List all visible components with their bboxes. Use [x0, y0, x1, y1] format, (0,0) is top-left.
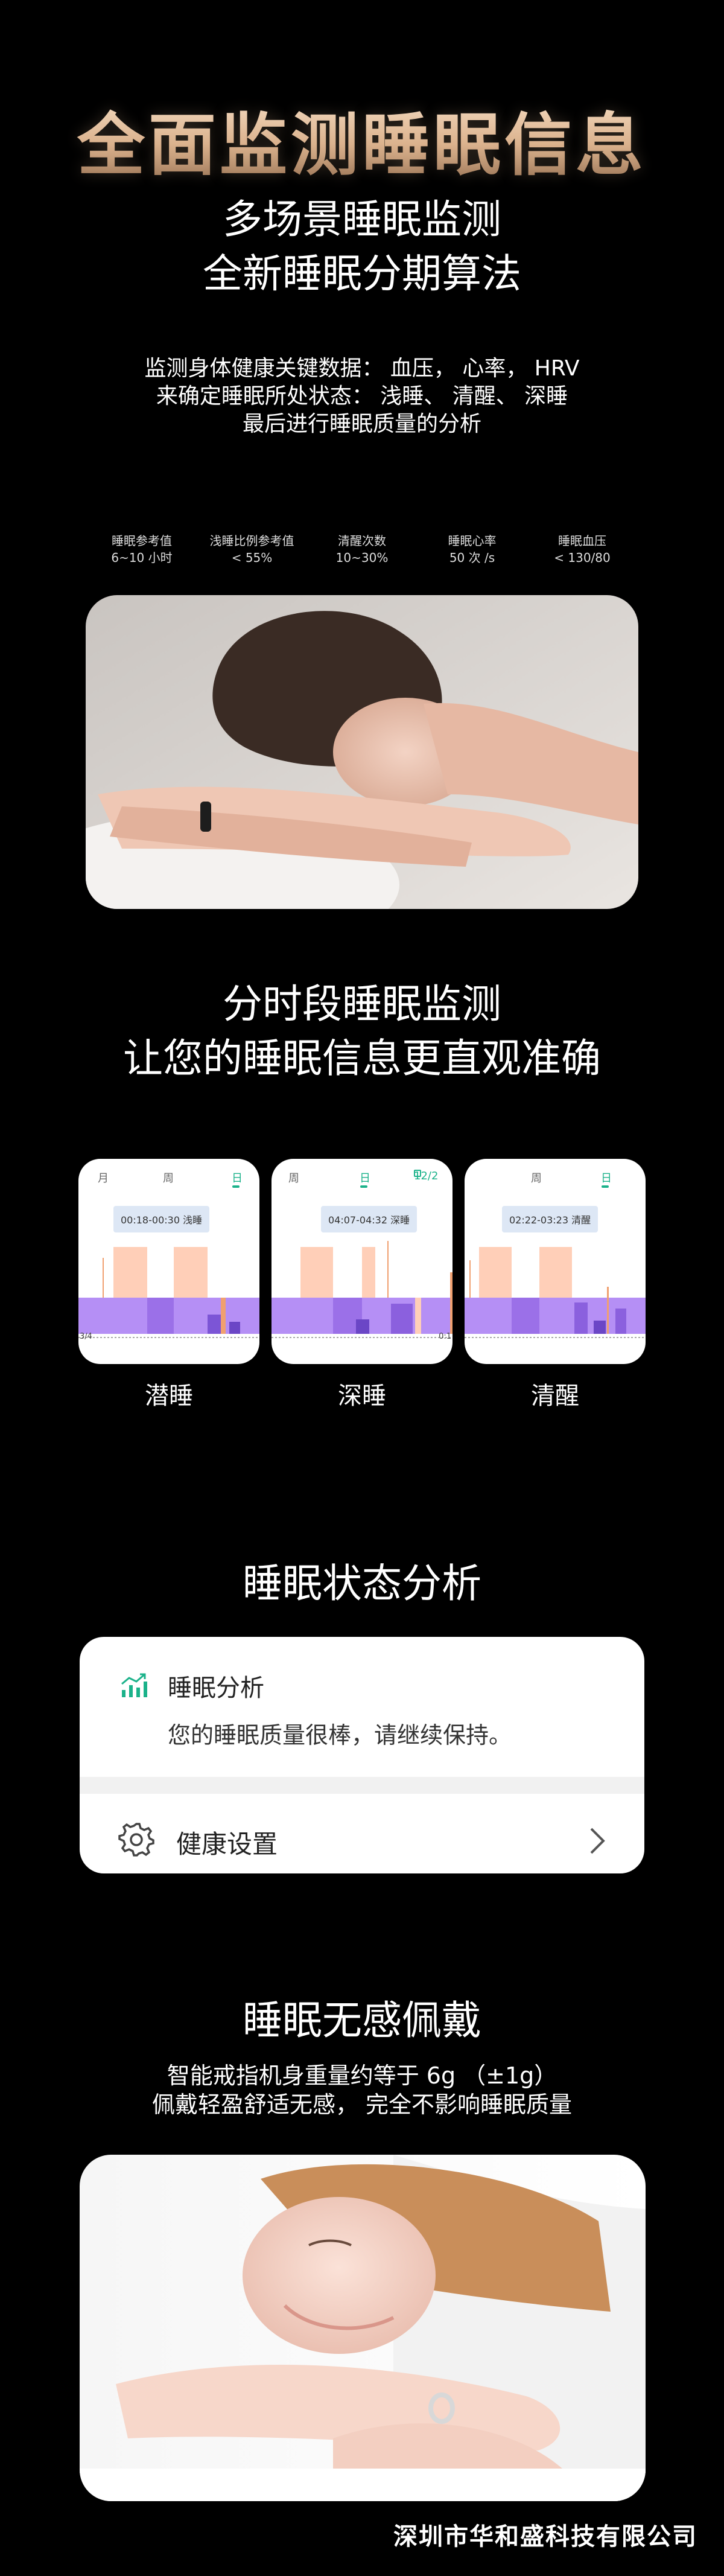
stat-item: 清醒次数 10~30%	[311, 532, 413, 566]
sleep-stage-chart	[272, 1241, 453, 1338]
sleep-chart-card-deep: 周 日 12/2 04:07-04:32 深睡 0:1	[272, 1159, 453, 1364]
stat-item: 睡眠参考值 6~10 小时	[91, 532, 193, 566]
segment-tooltip: 04:07-04:32 深睡	[321, 1206, 418, 1232]
section1-title-line2: 全新睡眠分期算法	[203, 250, 521, 297]
sleep-analysis-panel: 睡眠分析 您的睡眠质量很棒，请继续保持。 健康设置	[80, 1637, 644, 1873]
section1-desc-line2: 来确定睡眠所处状态： 浅睡、 清醒、 深睡	[156, 384, 568, 409]
hero-title: 全面监测睡眠信息	[0, 91, 724, 188]
section1-desc-line1: 监测身体健康关键数据： 血压， 心率， HRV	[144, 356, 580, 381]
section2-title-line1: 分时段睡眠监测	[223, 981, 501, 1027]
stat-value: < 130/80	[554, 550, 611, 565]
tab-day[interactable]: 日	[601, 1170, 612, 1188]
analysis-title: 睡眠分析	[168, 1674, 264, 1702]
axis-label: 3/4	[80, 1332, 92, 1341]
stat-value: < 55%	[231, 550, 273, 565]
section1-desc-line3: 最后进行睡眠质量的分析	[242, 412, 481, 436]
stat-item: 浅睡比例参考值 < 55%	[201, 532, 303, 566]
tab-week[interactable]: 周	[288, 1172, 299, 1185]
ring-wearing-photo	[80, 2155, 646, 2501]
axis-label: 0:1	[439, 1332, 451, 1341]
sleep-stats: 睡眠参考值 6~10 小时 浅睡比例参考值 < 55% 清醒次数 10~30% 睡眠心…	[91, 532, 634, 566]
settings-label: 健康设置	[176, 1829, 278, 1859]
divider	[80, 1777, 644, 1794]
tab-week[interactable]: 周	[531, 1172, 542, 1185]
stat-value: 10~30%	[335, 550, 389, 565]
stat-item: 睡眠心率 50 次 /s	[421, 532, 524, 566]
tab-week[interactable]: 周	[163, 1172, 174, 1185]
section1-title-line1: 多场景睡眠监测	[223, 196, 501, 243]
card-caption-deep: 深睡	[338, 1382, 386, 1410]
sleep-chart-card-light: 月 周 日 00:18-00:30 浅睡 3/4	[78, 1159, 259, 1364]
stat-value: 50 次 /s	[449, 550, 495, 565]
tab-day[interactable]: 日	[360, 1170, 370, 1188]
segment-tooltip: 02:22-03:23 清醒	[502, 1206, 599, 1232]
chevron-right-icon	[590, 1828, 605, 1854]
stat-label: 清醒次数	[338, 534, 386, 548]
tab-day[interactable]: 日	[232, 1170, 243, 1188]
sleep-stage-chart	[78, 1247, 259, 1338]
stat-label: 睡眠心率	[448, 534, 497, 548]
sleep-chart-card-awake: 周 日 02:22-03:23 清醒	[465, 1159, 646, 1364]
section3-title: 睡眠状态分析	[243, 1560, 481, 1607]
segment-tooltip: 00:18-00:30 浅睡	[113, 1206, 210, 1232]
stat-item: 睡眠血压 < 130/80	[531, 532, 634, 566]
analysis-text: 您的睡眠质量很棒，请继续保持。	[168, 1722, 512, 1749]
card-caption-light: 潜睡	[145, 1382, 193, 1410]
stat-value: 6~10 小时	[111, 550, 173, 565]
tab-month[interactable]: 月	[98, 1172, 109, 1185]
section4-desc-line1: 智能戒指机身重量约等于 6g （±1g）	[167, 2062, 557, 2089]
stat-label: 浅睡比例参考值	[209, 534, 294, 548]
trend-chart-icon	[121, 1673, 147, 1697]
sleep-stage-chart	[465, 1247, 646, 1338]
sleeping-woman-photo	[86, 595, 638, 909]
stat-label: 睡眠血压	[558, 534, 606, 548]
calendar-icon	[414, 1170, 421, 1177]
section2-title-line2: 让您的睡眠信息更直观准确	[123, 1035, 601, 1082]
stat-label: 睡眠参考值	[112, 534, 172, 548]
card-caption-awake: 清醒	[531, 1382, 579, 1410]
section4-desc-line2: 佩戴轻盈舒适无感， 完全不影响睡眠质量	[151, 2091, 573, 2118]
gear-icon	[118, 1823, 154, 1857]
date-label: 12/2	[414, 1170, 439, 1182]
section4-title: 睡眠无感佩戴	[243, 1997, 481, 2044]
company-name: 深圳市华和盛科技有限公司	[393, 2523, 697, 2551]
